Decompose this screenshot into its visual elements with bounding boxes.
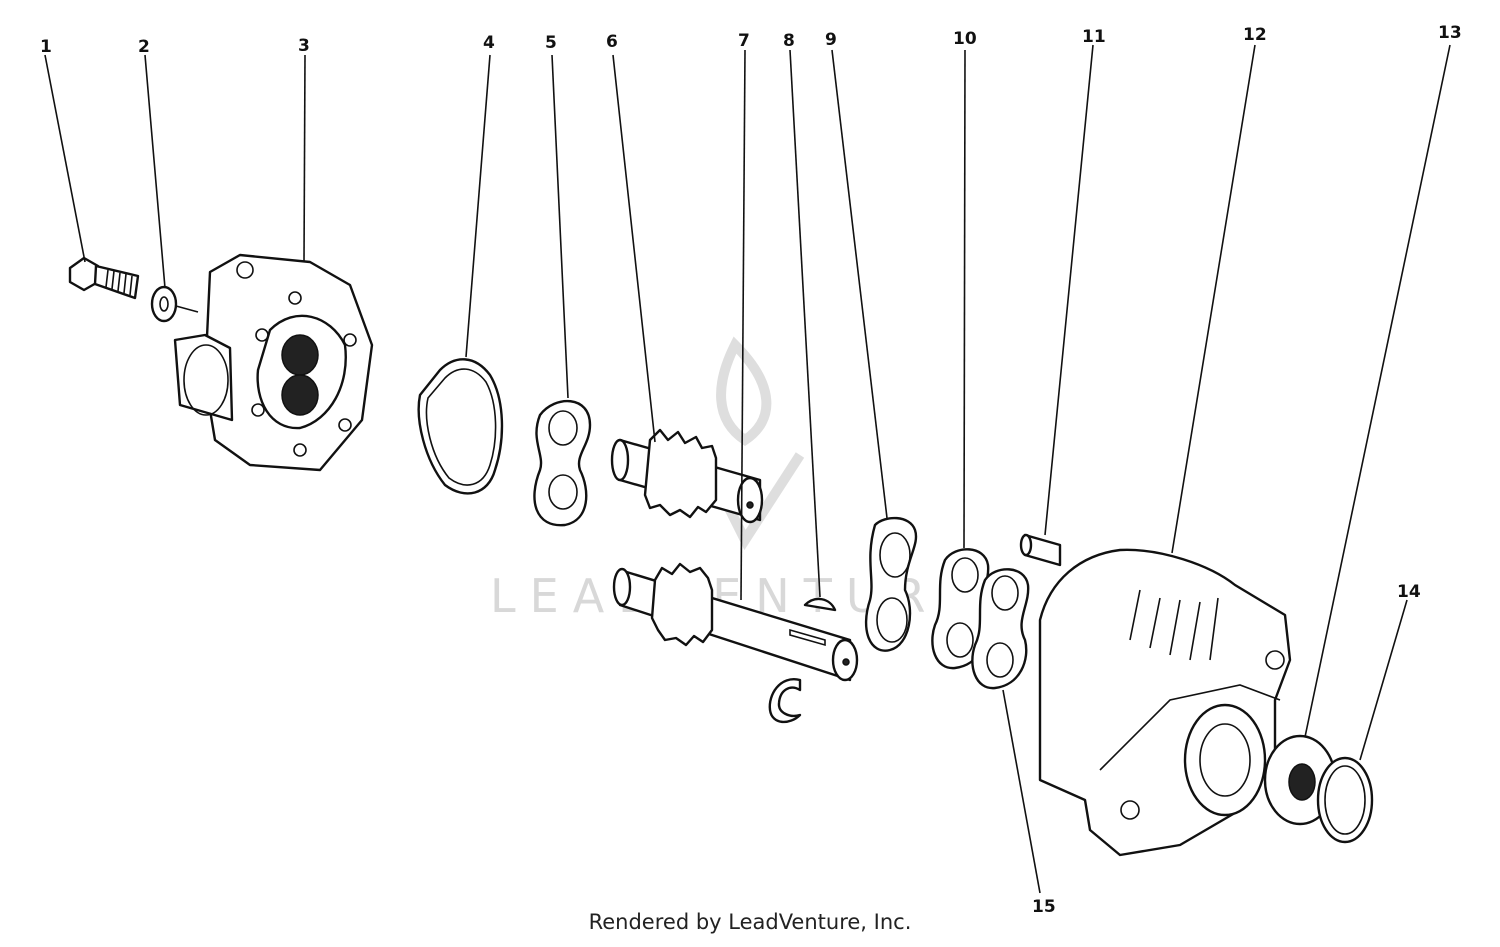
part-14-retaining-ring	[1316, 756, 1374, 844]
callout-4: 4	[483, 33, 495, 53]
callout-3: 3	[298, 36, 310, 56]
part-15-backup-gasket	[971, 568, 1030, 690]
callout-15: 15	[1032, 897, 1056, 917]
part-1-bolt	[68, 256, 140, 300]
part-11-dowel-pin	[1019, 533, 1062, 567]
part-9-wear-plate	[864, 516, 918, 652]
callout-7: 7	[738, 31, 750, 51]
part-8-key	[803, 597, 837, 612]
part-5-seal-plate	[533, 400, 592, 527]
part-12-housing	[1038, 548, 1292, 857]
callout-11: 11	[1082, 27, 1106, 47]
render-credit: Rendered by LeadVenture, Inc.	[588, 910, 912, 934]
callout-10: 10	[953, 29, 977, 49]
callout-14: 14	[1397, 582, 1421, 602]
callout-labels: 1 2 3 4 5 6 7 8 9 10 11 12 13 14 15	[40, 23, 1462, 917]
callout-13: 13	[1438, 23, 1462, 43]
part-7-drive-shaft	[612, 562, 859, 682]
part-2-washer	[150, 285, 199, 323]
part-3-cover-plate	[173, 253, 374, 472]
callout-6: 6	[606, 32, 618, 52]
callout-1: 1	[40, 37, 52, 57]
leader-lines	[44, 44, 1451, 894]
part-4-o-ring	[417, 358, 504, 495]
callout-5: 5	[545, 33, 557, 53]
callout-2: 2	[138, 37, 150, 57]
callout-9: 9	[825, 30, 837, 50]
callout-12: 12	[1243, 25, 1267, 45]
shaft-snap-ring	[768, 678, 802, 724]
part-6-driven-gear	[610, 428, 764, 524]
callout-8: 8	[783, 31, 795, 51]
